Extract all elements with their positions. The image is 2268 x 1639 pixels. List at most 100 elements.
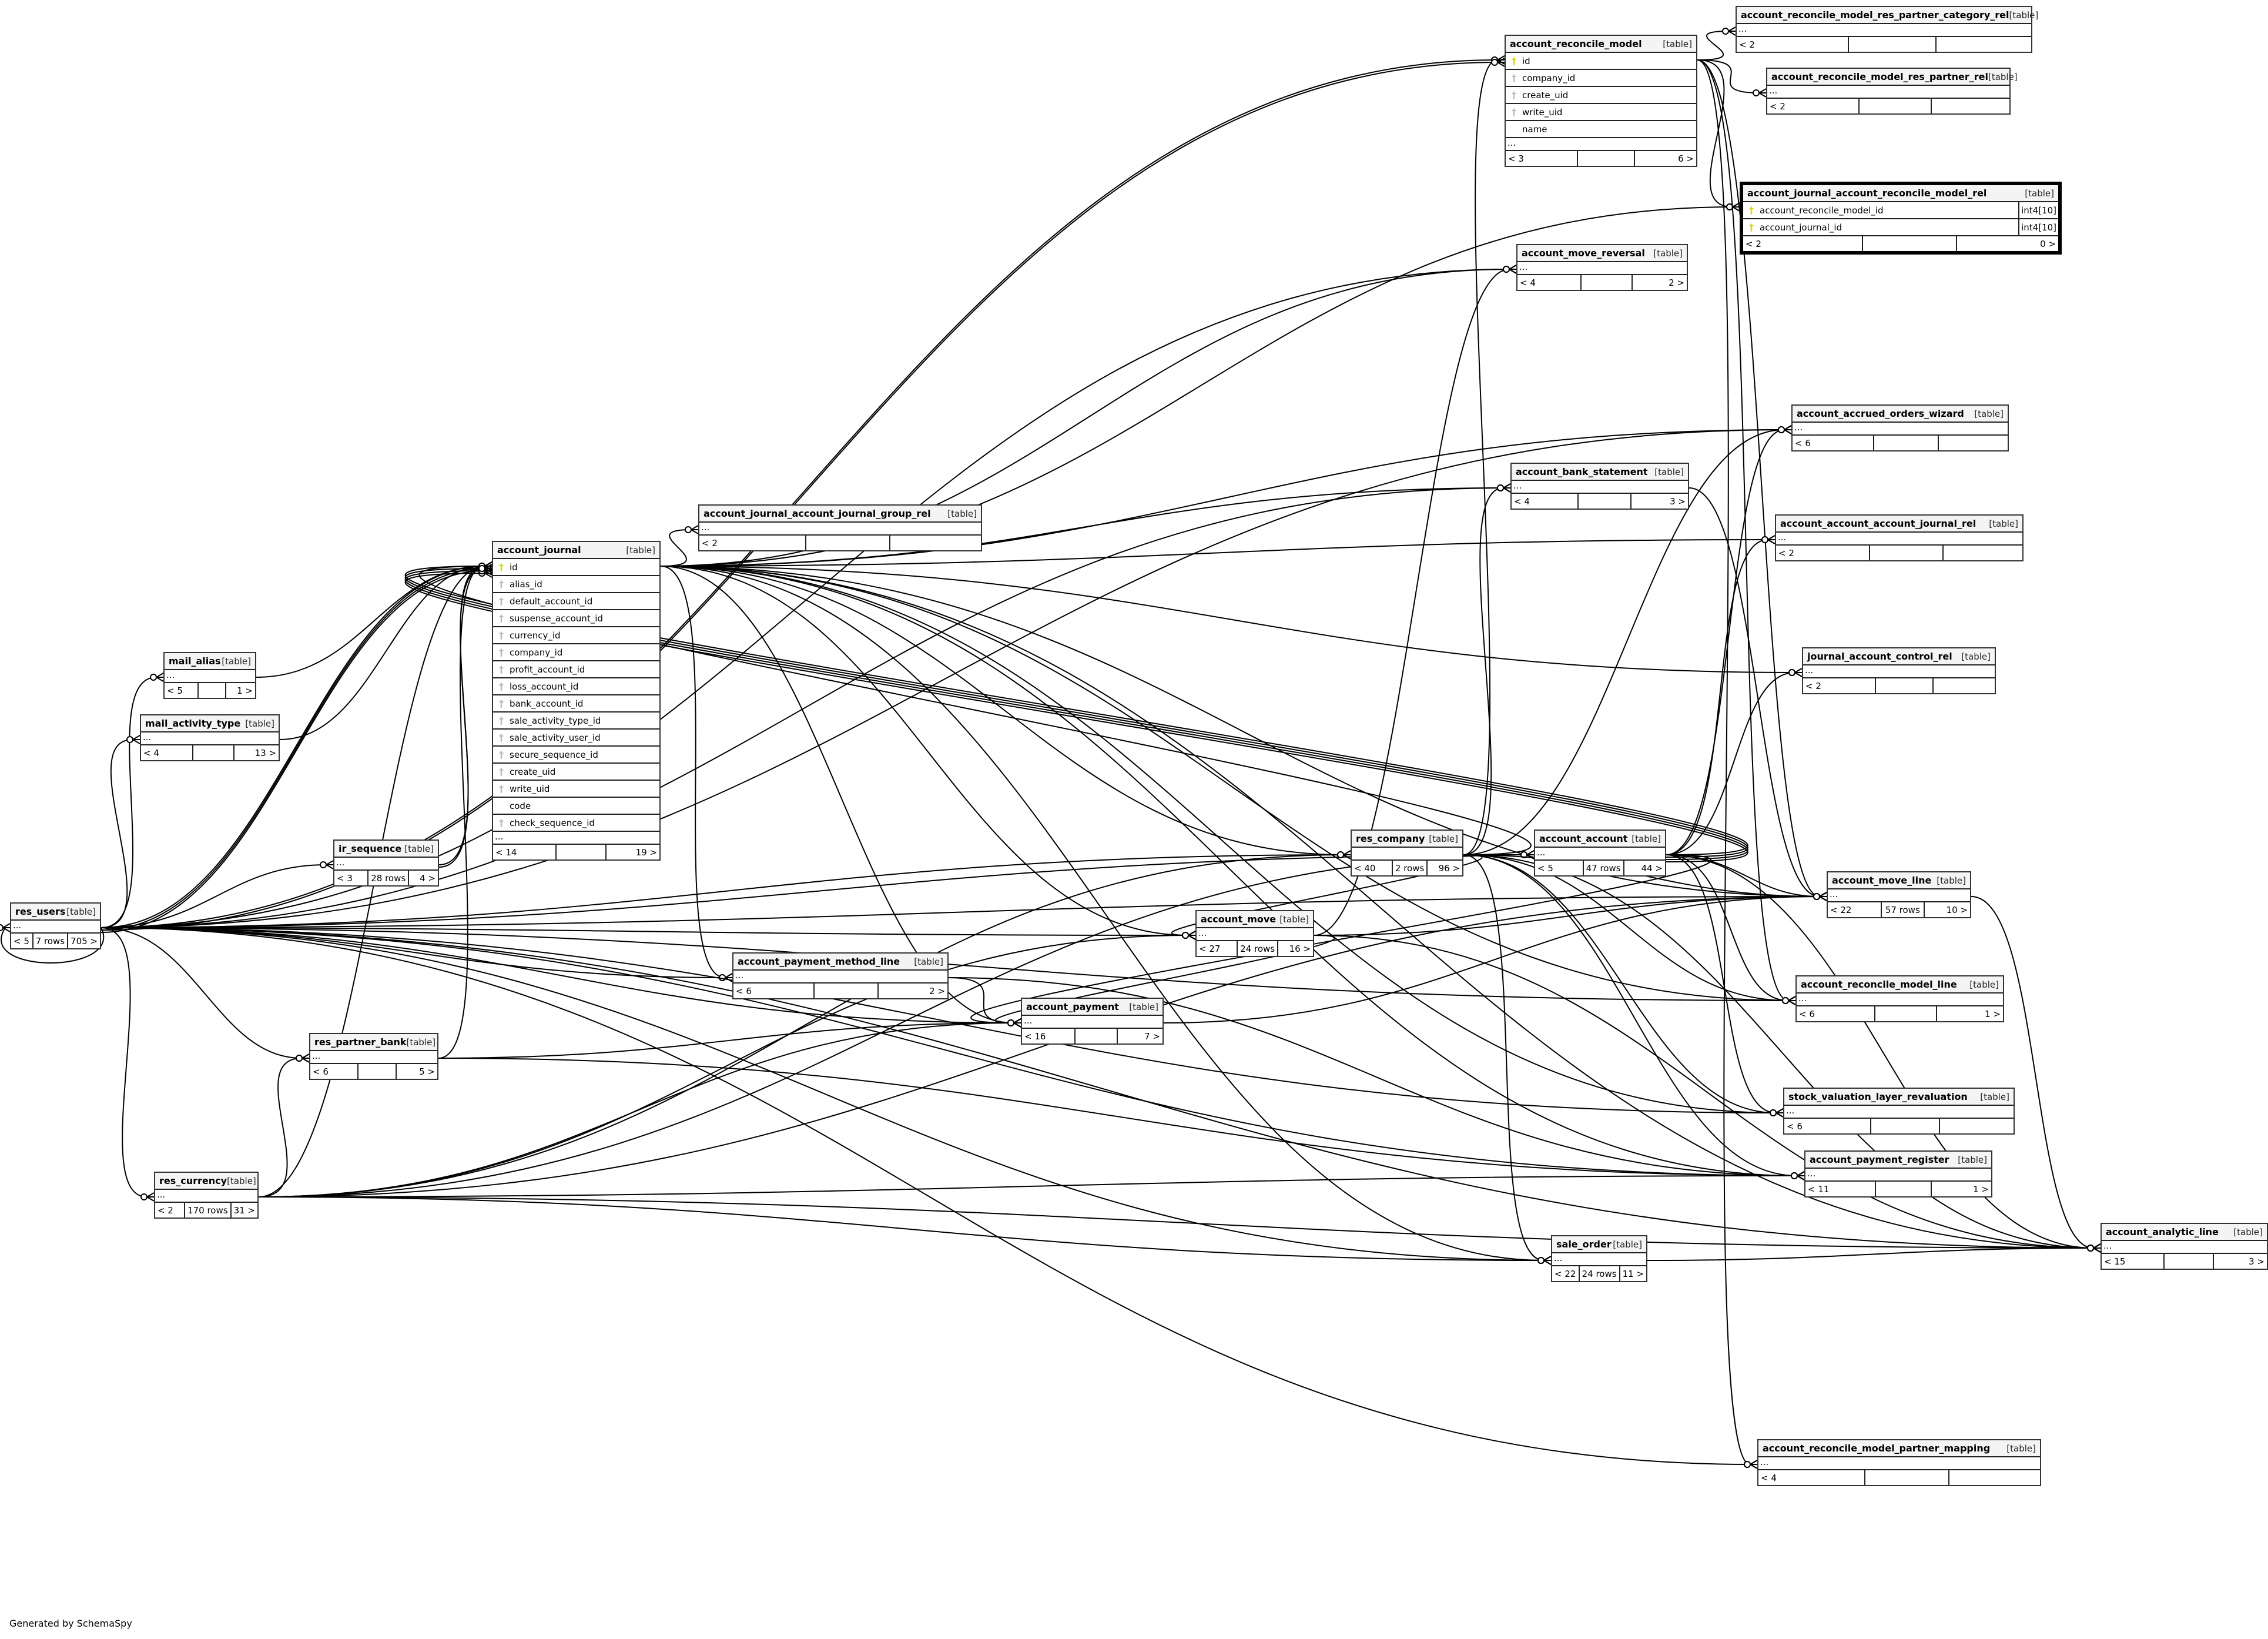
table-account-reconcile-model-res-partner-category-rel[interactable]: account_reconcile_model_res_partner_cate… <box>1736 6 2038 53</box>
children-link[interactable]: 7 > <box>1144 1031 1160 1042</box>
table-account-reconcile-model[interactable]: account_reconcile_model[table]†id†compan… <box>1505 35 1697 167</box>
parents-link[interactable]: < 2 <box>155 1203 186 1217</box>
children-link[interactable]: 1 > <box>1973 1183 1989 1195</box>
column-name[interactable]: loss_account_id <box>510 681 579 692</box>
parents-link[interactable]: < 27 <box>1197 941 1238 956</box>
column-name[interactable]: sale_activity_type_id <box>510 715 601 726</box>
parents-link[interactable]: < 5 <box>11 934 33 948</box>
children-link[interactable]: 1 > <box>237 685 253 696</box>
children-link[interactable]: 11 > <box>1622 1268 1644 1279</box>
table-name[interactable]: account_journal_account_reconcile_model_… <box>1747 188 1987 199</box>
children-link[interactable]: 6 > <box>1678 153 1694 164</box>
column-row[interactable]: †alias_id <box>493 576 659 593</box>
column-row[interactable]: †currency_id <box>493 627 659 644</box>
table-name[interactable]: account_payment_register <box>1810 1154 1949 1165</box>
parents-link[interactable]: < 4 <box>141 745 193 760</box>
column-name[interactable]: account_journal_id <box>1760 222 1842 233</box>
children-link[interactable]: 705 > <box>71 935 98 946</box>
column-row[interactable]: †id <box>493 559 659 576</box>
table-name[interactable]: account_reconcile_model_res_partner_cate… <box>1741 9 2009 21</box>
table-account-account-account-journal-rel[interactable]: account_account_account_journal_rel[tabl… <box>1775 514 2024 561</box>
column-row[interactable]: †check_sequence_id <box>493 815 659 832</box>
column-name[interactable]: create_uid <box>510 766 556 777</box>
table-name[interactable]: mail_activity_type <box>145 718 241 729</box>
table-name[interactable]: account_account_account_journal_rel <box>1780 518 1976 529</box>
column-row[interactable]: name <box>1506 121 1696 138</box>
column-name[interactable]: write_uid <box>510 783 550 794</box>
children-link[interactable]: 3 > <box>2249 1256 2264 1267</box>
table-name[interactable]: account_journal <box>497 544 581 556</box>
table-account-reconcile-model-res-partner-rel[interactable]: account_reconcile_model_res_partner_rel[… <box>1766 68 2018 115</box>
table-name[interactable]: mail_alias <box>169 655 221 667</box>
table-name[interactable]: res_partner_bank <box>314 1036 407 1048</box>
parents-link[interactable]: < 22 <box>1552 1266 1580 1281</box>
table-name[interactable]: account_move <box>1201 914 1277 925</box>
children-link[interactable]: 44 > <box>1641 862 1663 874</box>
column-name[interactable]: create_uid <box>1522 89 1569 101</box>
column-name[interactable]: bank_account_id <box>510 698 584 709</box>
column-row[interactable]: †profit_account_id <box>493 661 659 678</box>
column-row[interactable]: †write_uid <box>1506 104 1696 121</box>
children-link[interactable] <box>890 536 981 550</box>
table-name[interactable]: account_account <box>1539 833 1628 844</box>
parents-link[interactable]: < 3 <box>1506 151 1579 166</box>
parents-link[interactable]: < 16 <box>1022 1029 1076 1043</box>
column-name[interactable]: sale_activity_user_id <box>510 732 601 743</box>
column-row[interactable]: †create_uid <box>1506 87 1696 104</box>
column-row[interactable]: †write_uid <box>493 781 659 798</box>
column-name[interactable]: code <box>510 800 531 811</box>
table-name[interactable]: res_currency <box>159 1175 227 1186</box>
parents-link[interactable]: < 2 <box>1767 99 1860 113</box>
column-name[interactable]: alias_id <box>510 578 542 590</box>
parents-link[interactable]: < 15 <box>2102 1254 2165 1269</box>
table-name[interactable]: account_payment_method_line <box>738 956 900 967</box>
parents-link[interactable]: < 22 <box>1828 902 1882 917</box>
parents-link[interactable]: < 6 <box>1784 1119 1872 1133</box>
table-name[interactable]: sale_order <box>1556 1239 1612 1250</box>
table-name[interactable]: res_company <box>1356 833 1425 844</box>
table-name[interactable]: account_reconcile_model_line <box>1801 979 1957 990</box>
table-account-reconcile-model-partner-mapping[interactable]: account_reconcile_model_partner_mapping[… <box>1757 1439 2041 1486</box>
parents-link[interactable]: < 6 <box>310 1064 359 1079</box>
table-stock-valuation-layer-revaluation[interactable]: stock_valuation_layer_revaluation[table]… <box>1783 1088 2015 1135</box>
parents-link[interactable]: < 4 <box>1517 275 1582 290</box>
column-row[interactable]: †loss_account_id <box>493 678 659 695</box>
table-name[interactable]: res_users <box>15 906 66 917</box>
column-name[interactable]: suspense_account_id <box>510 613 603 624</box>
column-name[interactable]: account_reconcile_model_id <box>1760 205 1884 216</box>
column-name[interactable]: company_id <box>510 647 563 658</box>
children-link[interactable]: 1 > <box>1985 1008 2001 1019</box>
children-link[interactable]: 4 > <box>420 872 435 884</box>
table-name[interactable]: account_reconcile_model_partner_mapping <box>1763 1443 1991 1454</box>
column-row[interactable]: †sale_activity_type_id <box>493 713 659 730</box>
table-name[interactable]: account_reconcile_model <box>1510 38 1642 49</box>
column-name[interactable]: company_id <box>1522 72 1576 83</box>
column-name[interactable]: profit_account_id <box>510 664 585 675</box>
children-link[interactable] <box>1949 1470 2040 1485</box>
table-name[interactable]: journal_account_control_rel <box>1807 651 1952 662</box>
children-link[interactable] <box>1937 37 2031 52</box>
parents-link[interactable]: < 14 <box>493 845 557 859</box>
parents-link[interactable]: < 6 <box>1797 1006 1875 1021</box>
children-link[interactable]: 13 > <box>254 747 276 758</box>
column-row[interactable]: †create_uid <box>493 764 659 781</box>
column-name[interactable]: check_sequence_id <box>510 817 595 828</box>
column-row[interactable]: †company_id <box>493 644 659 661</box>
column-name[interactable]: id <box>510 561 518 573</box>
children-link[interactable] <box>1939 436 2008 450</box>
column-name[interactable]: currency_id <box>510 630 561 641</box>
table-name[interactable]: account_bank_statement <box>1516 466 1648 477</box>
table-account-journal-account-reconcile-model-rel[interactable]: account_journal_account_reconcile_model_… <box>1740 182 2062 255</box>
